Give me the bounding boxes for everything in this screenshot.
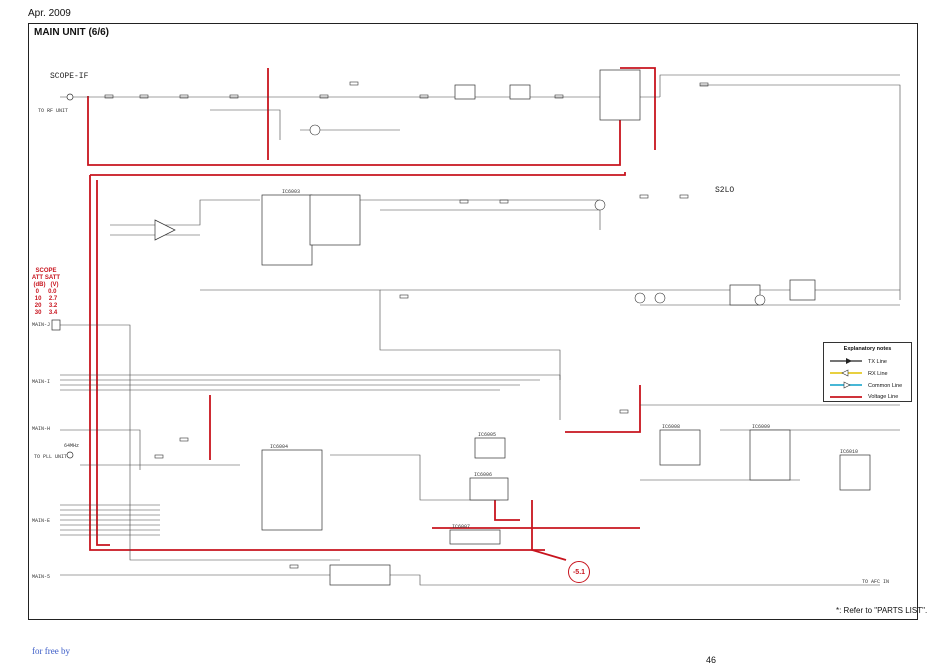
scope-header: SATT <box>44 275 61 281</box>
footer-link[interactable]: for free by <box>32 646 70 656</box>
scope-cell: 0.0 <box>48 289 57 295</box>
to-pll-unit-label: TO PLL UNIT <box>34 454 67 460</box>
opamp <box>154 219 176 241</box>
legend-title: Explanatory notes <box>843 346 892 352</box>
scope-cell: 30 <box>34 310 42 316</box>
main-5-label: MAIN-5 <box>32 574 50 580</box>
ic-block <box>599 69 641 121</box>
ic-label: IC6010 <box>840 449 858 455</box>
transformer <box>509 84 531 100</box>
legend-item: RX Line <box>868 371 888 377</box>
transistor-marks <box>309 124 766 306</box>
resistor-row <box>104 81 709 569</box>
parts-list-note: *: Refer to "PARTS LIST". <box>836 606 928 615</box>
voltage-line-top <box>87 96 621 166</box>
scope-cell: 10 <box>34 296 42 302</box>
schematic-frame <box>28 23 918 620</box>
ic-block <box>449 529 501 545</box>
to-rf-unit-label: TO RF UNIT <box>38 108 68 114</box>
voltage-line-top-right <box>620 67 656 150</box>
ic-label: IC6004 <box>270 444 288 450</box>
voltage-line-left <box>89 175 545 551</box>
scope-unit: (V) <box>50 282 59 288</box>
scope-cell: 3.2 <box>48 303 58 309</box>
ic-label: IC6009 <box>752 424 770 430</box>
voltage-badge: -5.1 <box>568 561 590 583</box>
voltage-line-main <box>90 172 626 176</box>
scope-cell: 0 <box>35 289 39 295</box>
voltage-line-out <box>531 500 567 561</box>
voltage-line-inner <box>96 180 110 546</box>
ic-label: IC6007 <box>452 524 470 530</box>
page-title: MAIN UNIT (6/6) <box>34 27 109 38</box>
ic-label: IC6003 <box>282 189 300 195</box>
s2lo-label: S2LO <box>715 186 734 195</box>
explanatory-notes-legend: Explanatory notes TX Line RX Line Common… <box>823 342 912 402</box>
ic-label: IC6008 <box>662 424 680 430</box>
main-h-label: MAIN-H <box>32 426 50 432</box>
legend-item: Common Line <box>868 383 903 389</box>
main-i-label: MAIN-I <box>32 379 50 385</box>
scope-cell: 2.7 <box>48 296 58 302</box>
ic-block <box>469 477 509 501</box>
transformer <box>454 84 476 100</box>
ic-block <box>261 449 323 531</box>
scope-header: ATT <box>31 275 44 281</box>
scope-cell: 20 <box>34 303 42 309</box>
scope-if-label: SCOPE-IF <box>50 72 89 81</box>
ic-block <box>309 194 361 246</box>
ic-block <box>749 429 791 481</box>
ic-label: IC6005 <box>478 432 496 438</box>
scope-cell: 3.4 <box>48 310 58 316</box>
mhz-label: 64MHz <box>64 443 79 449</box>
document-date: Apr. 2009 <box>28 8 71 19</box>
legend-item: Voltage Line <box>868 394 899 400</box>
ic-block <box>329 564 391 586</box>
scope-unit: (dB) <box>33 282 46 288</box>
legend-item: TX Line <box>868 359 887 365</box>
scope-att-table: SCOPE ATT SATT (dB) (V) 0 0.0 10 2.7 20 … <box>31 268 61 317</box>
filter-block <box>789 279 816 301</box>
ic-block <box>474 437 506 459</box>
ic-block <box>261 194 313 266</box>
to-afc-label: TO AFC IN <box>862 579 889 585</box>
page-number: 46 <box>706 655 717 665</box>
voltage-line-right <box>565 385 641 433</box>
scope-title: SCOPE <box>35 268 57 274</box>
ic-block <box>839 454 871 491</box>
ic-block <box>659 429 701 466</box>
ic-label: IC6006 <box>474 472 492 478</box>
main-e-label: MAIN-E <box>32 518 50 524</box>
legend-swatches <box>830 358 862 398</box>
main-j-label: MAIN-J <box>32 322 50 328</box>
